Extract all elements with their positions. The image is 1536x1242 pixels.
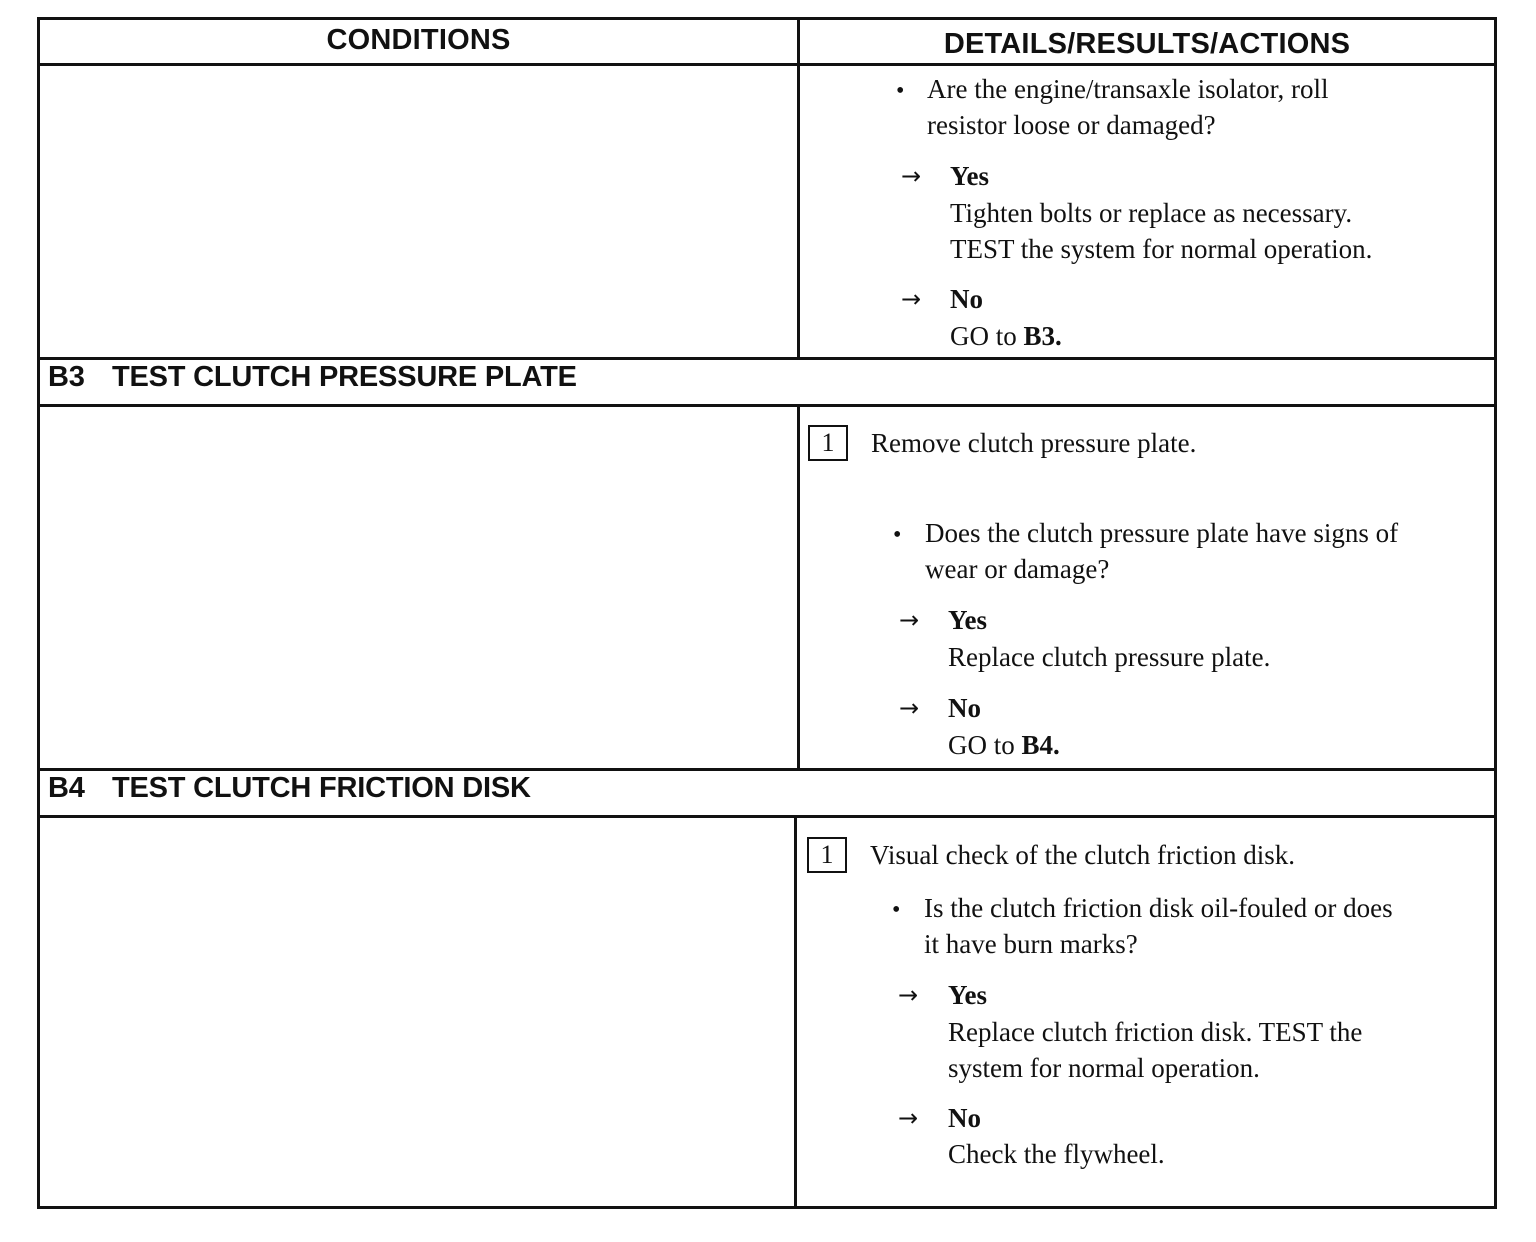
bullet-icon: •: [892, 897, 901, 923]
step-number-box: 1: [808, 425, 848, 461]
b4-details-cell: 1 Visual check of the clutch friction di…: [797, 818, 1497, 1209]
arrow-right-icon: →: [901, 162, 922, 190]
column-divider: [794, 815, 797, 1209]
section-divider: [40, 768, 1494, 771]
yes-label: Yes: [950, 161, 989, 191]
table-header-row: CONDITIONS DETAILS/RESULTS/ACTIONS: [40, 20, 1494, 66]
column-divider: [797, 404, 800, 768]
yes-label: Yes: [948, 980, 987, 1010]
no-label: No: [948, 693, 981, 723]
question-text: Are the engine/transaxle isolator, roll …: [927, 74, 1329, 140]
yes-action-text: Tighten bolts or replace as necessary. T…: [950, 198, 1373, 264]
no-action-text: GO to B4.: [948, 730, 1060, 760]
conditions-column-header: CONDITIONS: [326, 24, 511, 56]
no-label: No: [950, 284, 983, 314]
no-action-text: GO to B3.: [950, 321, 1062, 351]
section-title: TEST CLUTCH FRICTION DISK: [112, 772, 531, 804]
yes-action-text: Replace clutch pressure plate.: [948, 642, 1271, 672]
step-number-box: 1: [807, 837, 847, 873]
no-action-text: Check the flywheel.: [948, 1139, 1165, 1169]
section-title: TEST CLUTCH PRESSURE PLATE: [112, 361, 577, 393]
section-id: B4: [48, 772, 85, 804]
bullet-icon: •: [893, 522, 902, 548]
arrow-right-icon: →: [898, 1104, 919, 1132]
no-label: No: [948, 1103, 981, 1133]
arrow-right-icon: →: [898, 981, 919, 1009]
b3-details-cell: 1 Remove clutch pressure plate. • Does t…: [800, 407, 1497, 768]
diagnostic-table: CONDITIONS DETAILS/RESULTS/ACTIONS • Are…: [37, 17, 1497, 1209]
yes-label: Yes: [948, 605, 987, 635]
arrow-right-icon: →: [901, 285, 922, 313]
arrow-right-icon: →: [899, 694, 920, 722]
section-header-b3: B3 TEST CLUTCH PRESSURE PLATE: [40, 360, 1494, 407]
column-divider: [797, 20, 800, 357]
section-header-b4: B4 TEST CLUTCH FRICTION DISK: [40, 771, 1494, 818]
step-text: Remove clutch pressure plate.: [871, 428, 1197, 458]
step-text: Visual check of the clutch friction disk…: [870, 840, 1295, 870]
bullet-icon: •: [896, 78, 905, 104]
continued-details-cell: • Are the engine/transaxle isolator, rol…: [800, 66, 1497, 357]
details-column-header: DETAILS/RESULTS/ACTIONS: [943, 28, 1351, 60]
question-text: Does the clutch pressure plate have sign…: [925, 518, 1399, 584]
question-text: Is the clutch friction disk oil-fouled o…: [924, 893, 1393, 959]
section-id: B3: [48, 361, 85, 393]
section-divider: [40, 357, 1494, 360]
yes-action-text: Replace clutch friction disk. TEST the s…: [948, 1017, 1363, 1083]
arrow-right-icon: →: [899, 606, 920, 634]
